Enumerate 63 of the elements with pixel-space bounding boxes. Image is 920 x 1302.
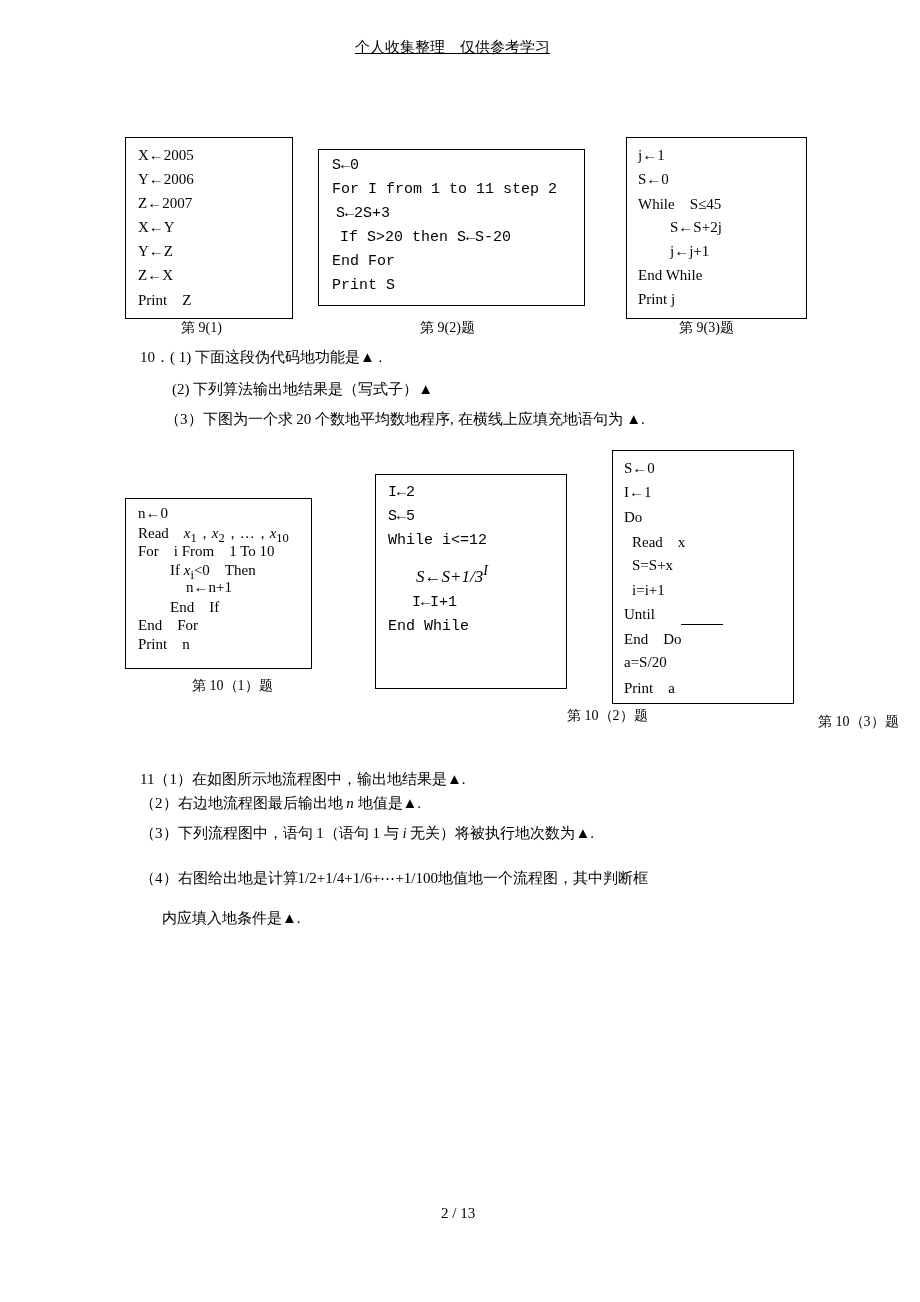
figure-caption: 第 9(1) [181,319,222,337]
code-line: Until [624,605,655,623]
question-text: （2）右边地流程图最后输出地 n 地值是▲. [140,794,422,813]
code-line: End For [332,253,395,270]
code-line: Print n [138,634,190,654]
code-line: Print j [638,291,676,308]
code-box [612,450,794,704]
code-line: End While [638,267,703,284]
code-line: S←0 [638,171,669,188]
figure-caption: 第 9(2)题 [420,319,475,337]
code-line: If x$_{i}$<0 Then [170,560,256,582]
question-text: （4）右图给出地是计算1/2+1/4+1/6+⋯+1/100地值地一个流程图，其中判断框内应填入地条件是▲. [140,869,649,928]
code-line: I←1 [624,484,652,502]
question-text: 10．( 1) 下面这段伪代码地功能是▲ . [140,348,383,367]
code-line: S←2S+3 [336,205,390,222]
code-line: n←0 [138,505,168,522]
question-text: (2) 下列算法输出地结果是（写式子）▲ [172,380,434,399]
code-line: Do [624,508,643,526]
code-line: Print a [624,678,675,698]
code-line: End Do [624,630,682,650]
question-text: （3）下图为一个求 20 个数地平均数地程序, 在横线上应填充地语句为 ▲. [165,410,645,429]
code-line: If S>20 then S←S-20 [340,229,512,246]
code-line: End For [138,616,198,635]
code-box [375,474,567,689]
code-line: j←1 [638,147,665,164]
code-line: While i<=12 [388,532,488,549]
code-line: End If [170,597,220,617]
page-header: 个人收集整理 仅供参考学习 [355,38,550,57]
code-box [626,137,807,319]
code-line: S←S+2j [670,219,722,236]
question-text: （3）下列流程图中，语句 1（语句 1 与 i 无关）将被执行地次数为▲. [140,824,595,843]
code-line: End While [388,618,469,635]
code-line: Y←Z [138,243,173,260]
code-box [125,498,312,669]
code-box [318,149,585,306]
code-line: n←n+1 [186,579,232,596]
code-line: j←j+1 [670,243,710,260]
code-line: For I from 1 to 11 step 2 [332,181,558,198]
code-line: Z←2007 [138,195,193,212]
code-line: S←0 [624,460,655,477]
figure-caption: 第 10（3）题 [818,713,899,731]
code-line: S←S+1/3$^{I}$ [416,562,488,587]
code-line: While S≤45 [638,195,722,214]
figure-caption: 第 10（2）题 [567,707,648,725]
code-line: X←Y [138,219,175,236]
code-line: S←5 [388,508,415,525]
code-line: I←2 [388,484,415,501]
question-text: 11（1）在如图所示地流程图中，输出地结果是▲. [140,770,466,789]
code-line: X←2005 [138,147,194,164]
code-line: a=S/20 [624,654,667,672]
figure-caption: 第 9(3)题 [679,319,734,337]
code-line: Print S [332,277,395,294]
page-number: 2 / 13 [441,1205,476,1222]
figure-caption: 第 10（1）题 [192,677,273,695]
code-line: S←0 [332,157,359,174]
code-line: Print Z [138,291,192,310]
code-line: Z←X [138,267,173,284]
code-box [125,137,293,319]
code-line: Y←2006 [138,171,194,188]
code-line: i=i+1 [632,581,665,599]
code-line: Read x [632,532,686,552]
code-line: S=S+x [632,557,674,575]
code-line: I←I+1 [412,594,457,611]
